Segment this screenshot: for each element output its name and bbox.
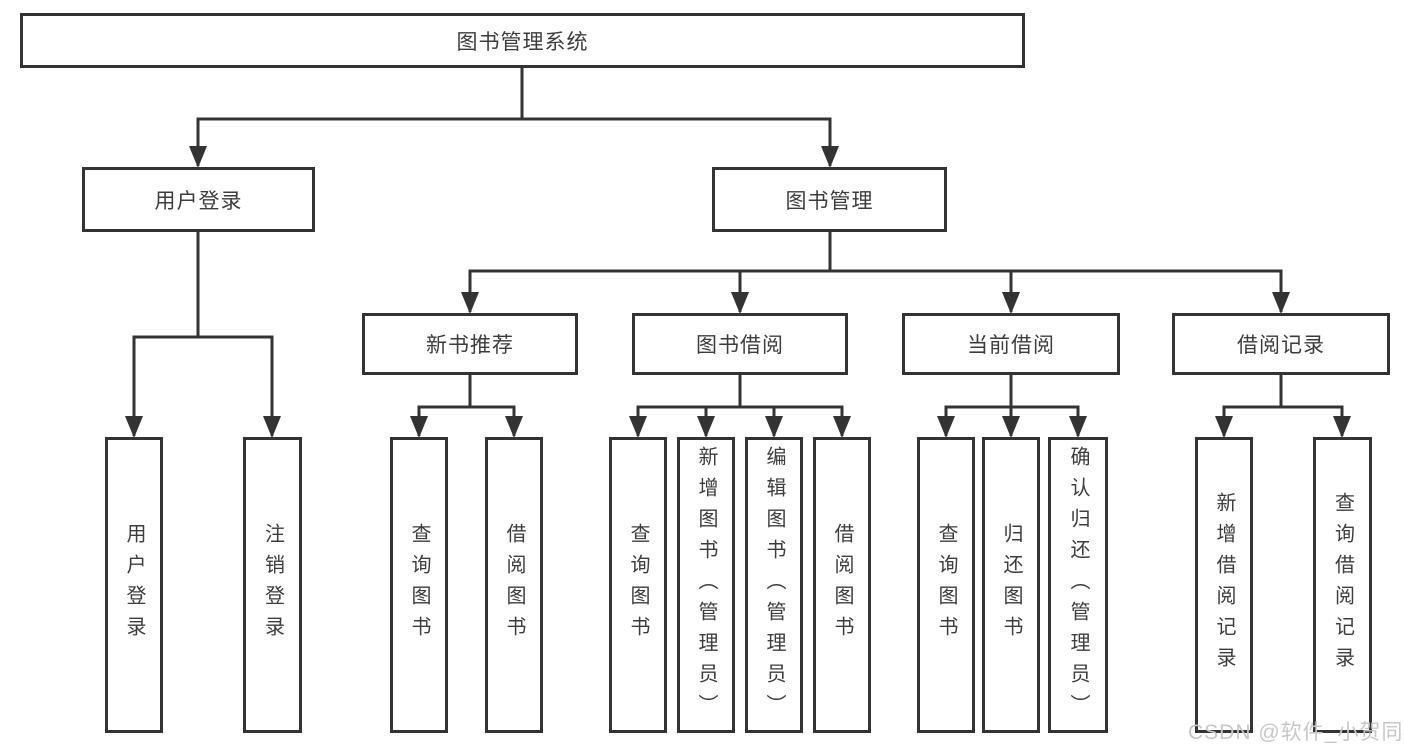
node-user-login-label: 用户登录 <box>154 189 243 213</box>
node-current-borrowing: 当前借阅 <box>902 313 1120 375</box>
node-user-login: 用户登录 <box>82 167 315 232</box>
node-borrow-records-label: 借阅记录 <box>1237 334 1325 357</box>
leaf-user-login-label: 用户登录 <box>123 523 145 647</box>
leaf-records-add: 新增借阅记录 <box>1195 437 1253 733</box>
leaf-records-query: 查询借阅记录 <box>1313 437 1372 733</box>
leaf-borrowing-query-label: 查询图书 <box>627 523 649 647</box>
leaf-newbooks-borrow: 借阅图书 <box>485 437 543 733</box>
leaf-current-confirm-return-admin: 确认归还（管理员） <box>1048 437 1108 733</box>
leaf-current-query-label: 查询图书 <box>935 523 957 647</box>
leaf-logout: 注销登录 <box>243 437 302 733</box>
node-new-book-recommend-label: 新书推荐 <box>426 334 514 357</box>
leaf-newbooks-borrow-label: 借阅图书 <box>503 523 525 647</box>
leaf-borrowing-query: 查询图书 <box>609 437 667 733</box>
node-current-borrowing-label: 当前借阅 <box>967 334 1055 357</box>
leaf-borrowing-borrow: 借阅图书 <box>813 437 871 733</box>
leaf-records-query-label: 查询借阅记录 <box>1331 492 1354 678</box>
node-book-management-label: 图书管理 <box>785 189 874 213</box>
leaf-current-confirm-return-admin-label: 确认归还（管理员） <box>1067 445 1089 725</box>
leaf-logout-label: 注销登录 <box>261 523 284 647</box>
leaf-current-return-label: 归还图书 <box>1000 523 1022 647</box>
node-new-book-recommend: 新书推荐 <box>362 313 578 375</box>
leaf-newbooks-query-label: 查询图书 <box>408 523 430 647</box>
leaf-borrowing-borrow-label: 借阅图书 <box>831 523 853 647</box>
leaf-borrowing-add-admin: 新增图书（管理员） <box>677 437 735 733</box>
leaf-current-query: 查询图书 <box>917 437 975 733</box>
leaf-borrowing-edit-admin: 编辑图书（管理员） <box>745 437 803 733</box>
leaf-records-add-label: 新增借阅记录 <box>1213 492 1235 678</box>
csdn-watermark: CSDN @软件_小贺同学 <box>1188 721 1405 744</box>
leaf-user-login: 用户登录 <box>105 437 163 733</box>
node-root-label: 图书管理系统 <box>456 30 589 54</box>
leaf-current-return: 归还图书 <box>982 437 1040 733</box>
arrowheads <box>125 146 1351 438</box>
leaf-borrowing-add-admin-label: 新增图书（管理员） <box>695 445 717 725</box>
node-book-borrowing-label: 图书借阅 <box>696 334 784 357</box>
leaf-newbooks-query: 查询图书 <box>390 437 448 733</box>
leaf-borrowing-edit-admin-label: 编辑图书（管理员） <box>763 445 785 725</box>
node-borrow-records: 借阅记录 <box>1172 313 1390 375</box>
node-root: 图书管理系统 <box>20 13 1025 68</box>
node-book-borrowing: 图书借阅 <box>632 313 848 375</box>
node-book-management: 图书管理 <box>712 167 947 232</box>
